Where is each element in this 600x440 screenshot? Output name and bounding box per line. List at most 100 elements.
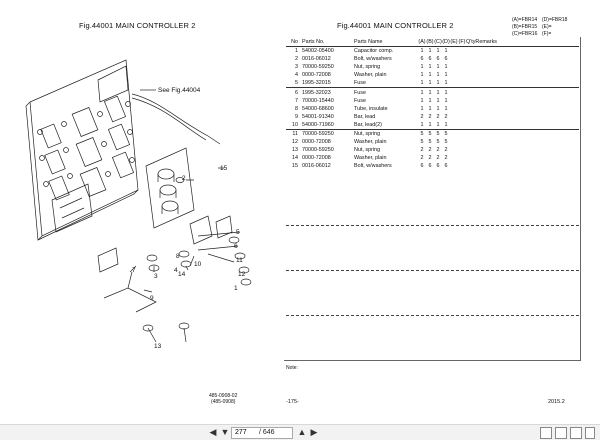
qty-total (466, 154, 475, 162)
part-number: 0016-06012 (302, 163, 331, 170)
table-header-row: No Parts No. Parts Name (A) (B) (C) (D) … (286, 37, 579, 47)
page-down-icon[interactable]: ▲ (297, 427, 307, 437)
remarks (475, 71, 579, 79)
qty-d: 1 (444, 48, 448, 55)
part-number: 0000-72008 (302, 72, 331, 79)
last-page-icon[interactable]: ▶ (310, 427, 318, 437)
prev-page-icon[interactable]: ◀ (209, 427, 217, 437)
qty-a: 2 (420, 155, 424, 162)
qty-c: 1 (436, 97, 440, 104)
base-plate-edge (37, 189, 139, 241)
row-no: 12 (292, 139, 298, 146)
close-icon[interactable] (585, 427, 595, 439)
qty-b: 1 (428, 80, 432, 87)
exploded-parts-drawing: See Fig.44004 2 15 5 6 11 12 8 10 3 4 14… (25, 59, 252, 350)
nut-washer-stack (142, 177, 252, 332)
qty-a: 1 (420, 121, 424, 128)
header-b: (B) (426, 37, 434, 47)
qty-e (450, 146, 458, 154)
part-name: Nut, spring (354, 147, 381, 154)
callout-12: 12 (238, 271, 246, 278)
callout-3: 3 (154, 273, 158, 280)
qty-c: 2 (436, 155, 440, 162)
qty-total (466, 162, 475, 170)
connector (189, 215, 213, 245)
qty-f (458, 55, 466, 63)
doc-code-line: 485-0908-02 (209, 393, 238, 399)
edition-year: 2015.2 (548, 399, 565, 405)
document-page: Fig.44001 MAIN CONTROLLER 2 Fig.44001 MA… (25, 17, 581, 405)
qty-total (466, 63, 475, 71)
page-number: -175- (286, 399, 299, 405)
qty-b: 2 (428, 147, 432, 154)
page-number-input[interactable] (232, 429, 257, 436)
qty-total (466, 47, 475, 56)
qty-b: 1 (428, 72, 432, 79)
qty-a: 1 (420, 80, 424, 87)
wire-end (207, 135, 221, 145)
qty-b: 2 (428, 155, 432, 162)
fuse-holder-assembly (145, 147, 195, 229)
next-page-icon[interactable]: ▼ (220, 427, 230, 437)
remarks (475, 87, 579, 97)
qty-c: 6 (436, 56, 440, 63)
qty-a: 1 (418, 87, 426, 97)
bar-lead-2 (97, 247, 119, 273)
header-a: (A) (418, 37, 426, 47)
callout-13: 13 (154, 343, 162, 350)
qty-f (458, 154, 466, 162)
fit-width-icon[interactable] (555, 427, 567, 439)
qty-f (458, 138, 466, 146)
divider (286, 270, 579, 271)
part-number: 70000-59250 (302, 64, 334, 71)
part-name: Capacitor comp. (354, 48, 394, 55)
qty-f (458, 121, 466, 130)
parts-table: No Parts No. Parts Name (A) (B) (C) (D) … (286, 37, 579, 170)
qty-b: 1 (428, 48, 432, 55)
remarks (475, 79, 579, 88)
fit-page-icon[interactable] (540, 427, 552, 439)
callout-9: 9 (150, 295, 154, 302)
qty-f (458, 146, 466, 154)
part-name: Bolt, w/washers (354, 56, 392, 63)
qty-c: 2 (436, 147, 440, 154)
qty-a: 1 (420, 64, 424, 71)
divider (286, 225, 579, 226)
remarks (475, 113, 579, 121)
qty-d: 6 (444, 163, 448, 170)
qty-c: 1 (436, 105, 440, 112)
part-name: Tube, insulate (354, 105, 388, 112)
remarks (475, 154, 579, 162)
divider (286, 315, 579, 316)
qty-total (466, 146, 475, 154)
callout-10: 10 (194, 261, 202, 268)
remarks (475, 162, 579, 170)
callout-2: 2 (182, 175, 186, 182)
part-number: 0000-72008 (302, 155, 331, 162)
page-navigator: / 646 (231, 427, 293, 439)
qty-e (450, 87, 458, 97)
qty-b: 5 (426, 128, 434, 139)
qty-a: 6 (420, 56, 424, 63)
row-no: 13 (292, 147, 298, 154)
bar-lead (103, 271, 157, 313)
qty-d: 2 (444, 113, 448, 120)
header-d: (D) (442, 37, 450, 47)
part-number: 54002-05400 (302, 48, 334, 55)
row-no: 2 (295, 56, 298, 63)
part-name: Washer, plain (354, 72, 387, 79)
qty-c: 1 (436, 72, 440, 79)
row-no: 8 (295, 105, 298, 112)
header-qty: Q'ty (466, 37, 476, 47)
qty-c: 5 (436, 139, 440, 146)
zoom-icon[interactable] (570, 427, 582, 439)
qty-e (450, 121, 458, 130)
